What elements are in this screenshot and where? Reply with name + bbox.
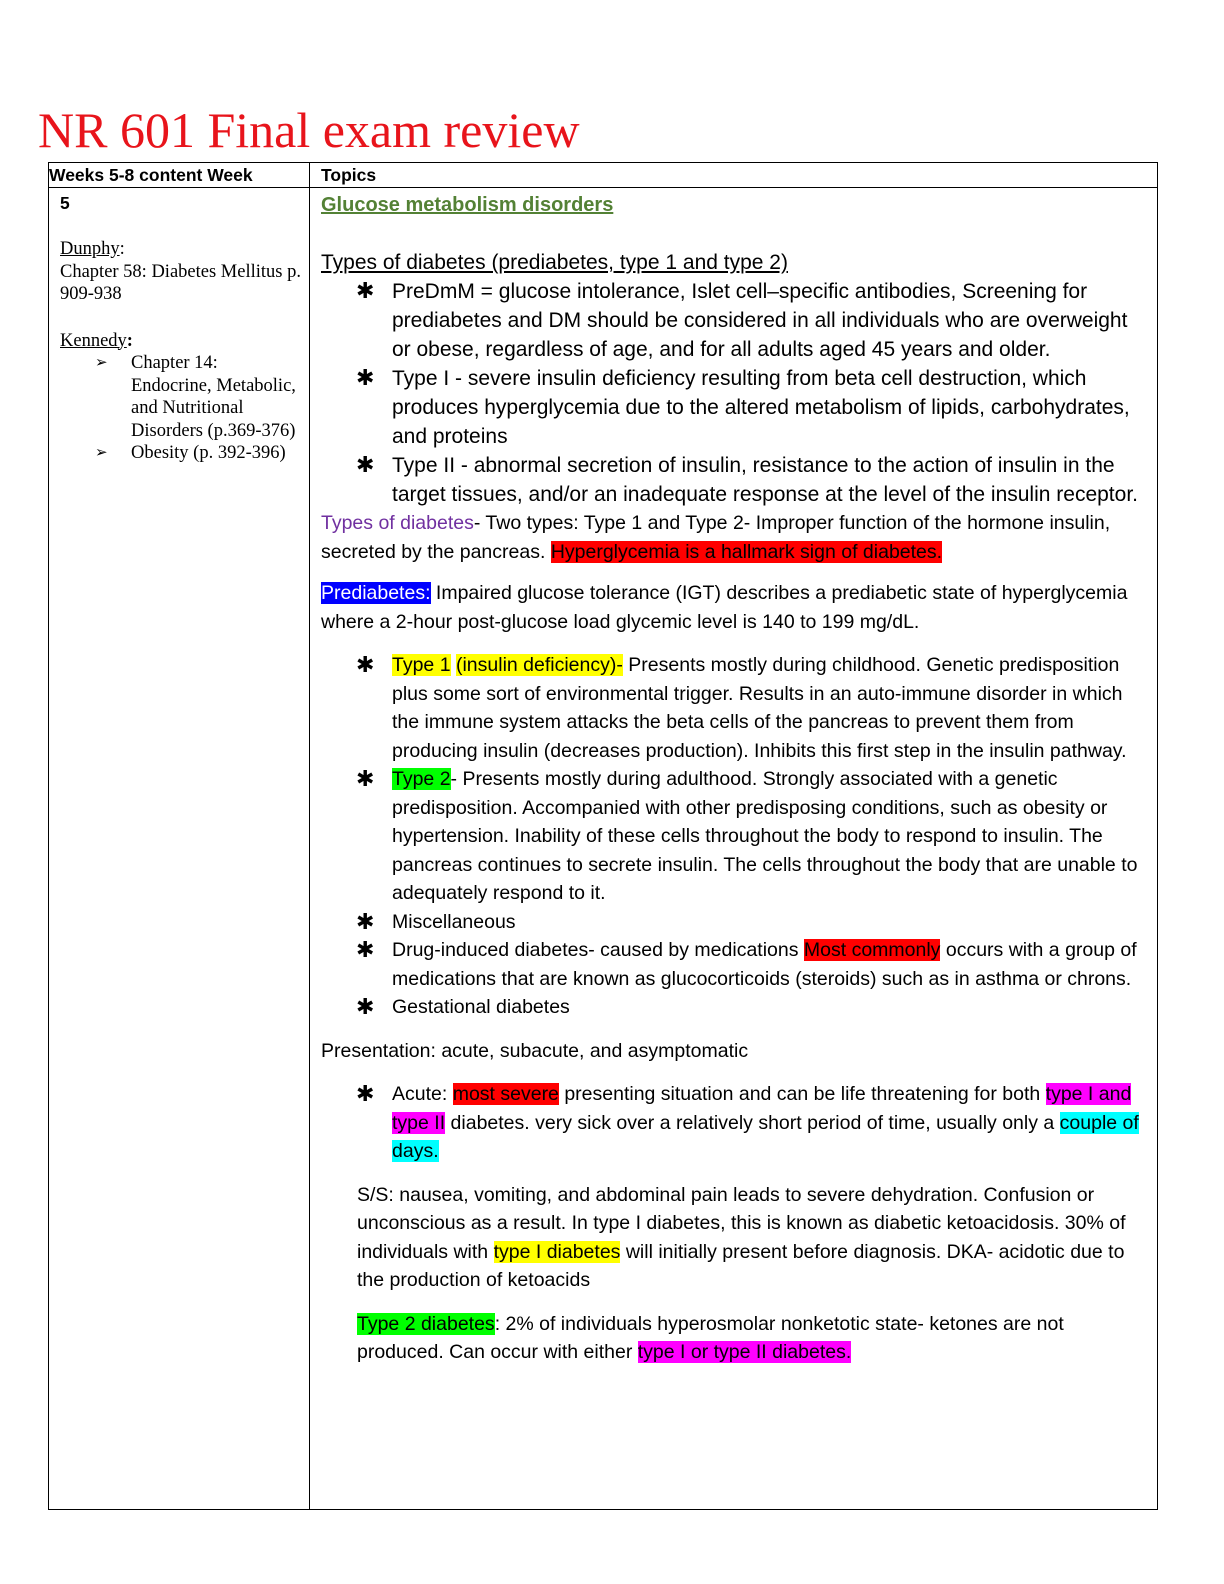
list-item: ✱PreDmM = glucose intolerance, Islet cel… (356, 278, 1128, 361)
types-paragraph: Types of diabetes- Two types: Type 1 and… (321, 512, 1111, 563)
section-title: Glucose metabolism disorders (321, 194, 614, 216)
signs-symptoms-paragraph: S/S: nausea, vomiting, and abdominal pai… (357, 1183, 1126, 1292)
type2-diabetes-paragraph: Type 2 diabetes: 2% of individuals hyper… (357, 1312, 1064, 1363)
table-row: 5 Dunphy: Chapter 58: Diabetes Mellitus … (48, 187, 1158, 1510)
dunphy-colon: : (119, 239, 125, 259)
asterisk-bullet-icon: ✱ (356, 652, 375, 677)
kennedy-list: ➢Chapter 14: Endocrine, Metabolic, and N… (60, 352, 301, 465)
kennedy-reference: Kennedy: ➢Chapter 14: Endocrine, Metabol… (60, 330, 301, 465)
list-item: ✱Gestational diabetes (356, 993, 1143, 1022)
presentation-bullets: ✱Acute: most severe presenting situation… (321, 1080, 1143, 1166)
list-item: ✱Type 2- Presents mostly during adulthoo… (356, 766, 1138, 904)
presentation-line: Presentation: acute, subacute, and asymp… (321, 1039, 749, 1062)
asterisk-bullet-icon: ✱ (356, 452, 375, 477)
table-header-row: Weeks 5-8 content Week Topics (48, 162, 1158, 188)
asterisk-bullet-icon: ✱ (356, 1081, 375, 1106)
types-label: Types of diabetes (321, 512, 474, 534)
asterisk-bullet-icon: ✱ (356, 365, 375, 390)
header-topics: Topics (309, 162, 1158, 188)
review-table: Weeks 5-8 content Week Topics 5 Dunphy: … (48, 162, 1158, 1510)
type2-label: Type 2 (392, 768, 451, 790)
diabetes-type-bullets: ✱Type 1 (insulin deficiency)- Presents m… (321, 651, 1143, 1022)
dunphy-label: Dunphy (60, 239, 120, 259)
dunphy-text: Chapter 58: Diabetes Mellitus p. 909-938 (60, 261, 301, 305)
list-item: ✱Miscellaneous (356, 908, 1143, 937)
week-number: 5 (60, 193, 70, 213)
list-item: ✱Type I - severe insulin deficiency resu… (356, 365, 1130, 448)
left-column: 5 Dunphy: Chapter 58: Diabetes Mellitus … (48, 187, 310, 1510)
list-item: ✱Type II - abnormal secretion of insulin… (356, 452, 1138, 506)
asterisk-bullet-icon: ✱ (356, 994, 375, 1019)
asterisk-bullet-icon: ✱ (356, 278, 375, 303)
prediabetes-label: Prediabetes: (321, 582, 431, 604)
arrow-bullet-icon: ➢ (95, 355, 108, 371)
list-item: ✱Type 1 (insulin deficiency)- Presents m… (356, 652, 1127, 762)
most-commonly-highlight: Most commonly (803, 939, 941, 961)
types-heading: Types of diabetes (prediabetes, type 1 a… (321, 251, 788, 274)
asterisk-bullet-icon: ✱ (356, 937, 375, 962)
asterisk-bullet-icon: ✱ (356, 766, 375, 791)
asterisk-bullet-icon: ✱ (356, 908, 375, 934)
document-title: NR 601 Final exam review (38, 102, 580, 158)
topics-column: Glucose metabolism disorders Types of di… (309, 187, 1158, 1510)
arrow-bullet-icon: ➢ (95, 445, 108, 461)
type1-label: Type 1 (392, 654, 451, 676)
list-item: ✱Acute: most severe presenting situation… (356, 1081, 1139, 1162)
list-item: ➢Chapter 14: Endocrine, Metabolic, and N… (95, 353, 296, 441)
kennedy-label: Kennedy (60, 330, 127, 351)
list-item: ✱ Drug-induced diabetes- caused by medic… (356, 937, 1137, 990)
types-bullets: ✱PreDmM = glucose intolerance, Islet cel… (321, 277, 1143, 509)
kennedy-colon: : (126, 330, 133, 351)
hallmark-highlight: Hyperglycemia is a hallmark sign of diab… (550, 540, 943, 563)
prediabetes-paragraph: Prediabetes: Impaired glucose tolerance … (321, 582, 1128, 633)
list-item: ➢Obesity (p. 392-396) (95, 443, 286, 463)
header-weeks: Weeks 5-8 content Week (48, 162, 310, 188)
dunphy-reference: Dunphy: Chapter 58: Diabetes Mellitus p.… (60, 238, 301, 306)
